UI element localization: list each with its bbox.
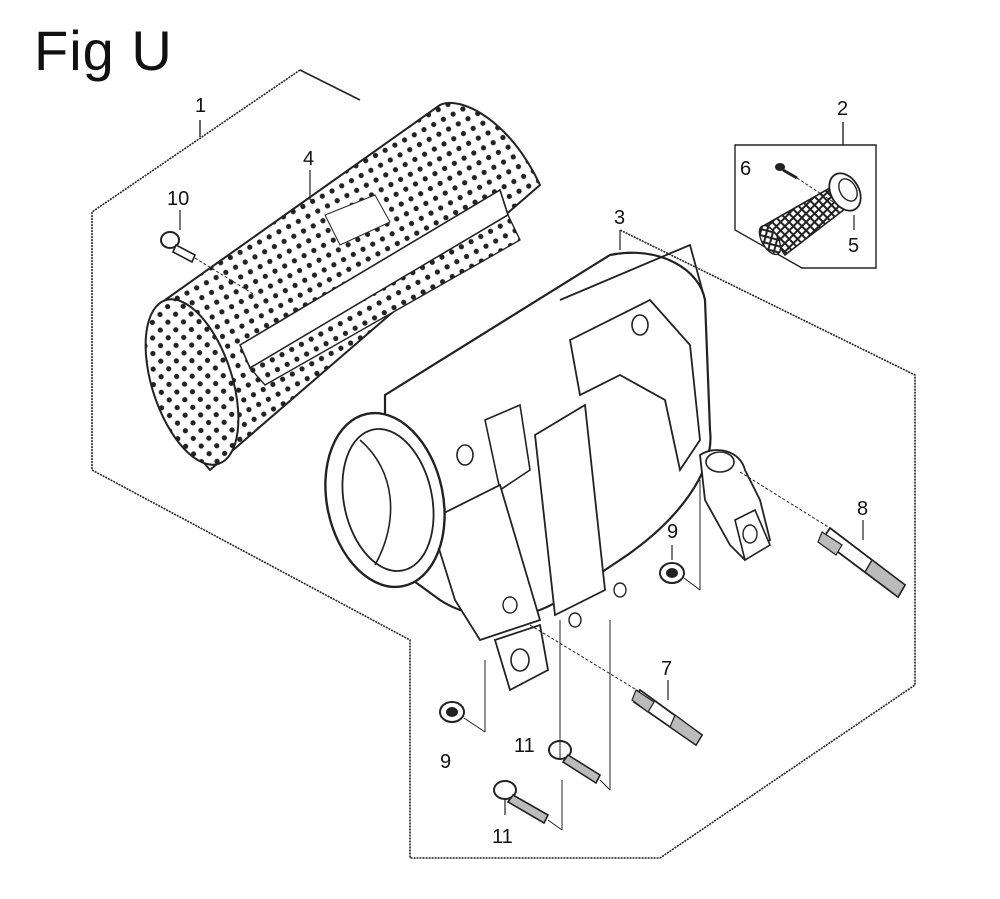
callout-7: 7 xyxy=(661,658,672,680)
muffler-body xyxy=(324,243,772,692)
heat-protector xyxy=(144,101,542,472)
figure-title: Fig U xyxy=(34,19,173,82)
assembly-boundary xyxy=(91,69,916,859)
callout-11-lower: 11 xyxy=(492,826,513,848)
callout-10: 10 xyxy=(167,188,189,210)
stud-bolt-8 xyxy=(739,471,907,599)
callout-9-right: 9 xyxy=(667,521,678,543)
screw-6 xyxy=(775,163,839,206)
callout-4: 4 xyxy=(303,148,314,170)
bolt-11-upper xyxy=(548,620,611,791)
bolt-11-lower xyxy=(493,780,563,831)
callout-1: 1 xyxy=(195,95,206,117)
spark-arrester xyxy=(758,172,862,257)
callout-6: 6 xyxy=(740,158,751,180)
bolt-10 xyxy=(160,210,256,296)
spark-arrester-box xyxy=(734,144,877,269)
callout-2: 2 xyxy=(837,98,848,120)
stud-bolt-7 xyxy=(529,624,704,747)
callout-3: 3 xyxy=(614,207,625,229)
callout-11-upper: 11 xyxy=(514,735,535,757)
callout-9-left: 9 xyxy=(440,751,451,773)
nut-9-left xyxy=(439,660,486,733)
nut-9-right xyxy=(659,480,701,591)
callout-8: 8 xyxy=(857,498,868,520)
callout-5: 5 xyxy=(848,235,859,257)
